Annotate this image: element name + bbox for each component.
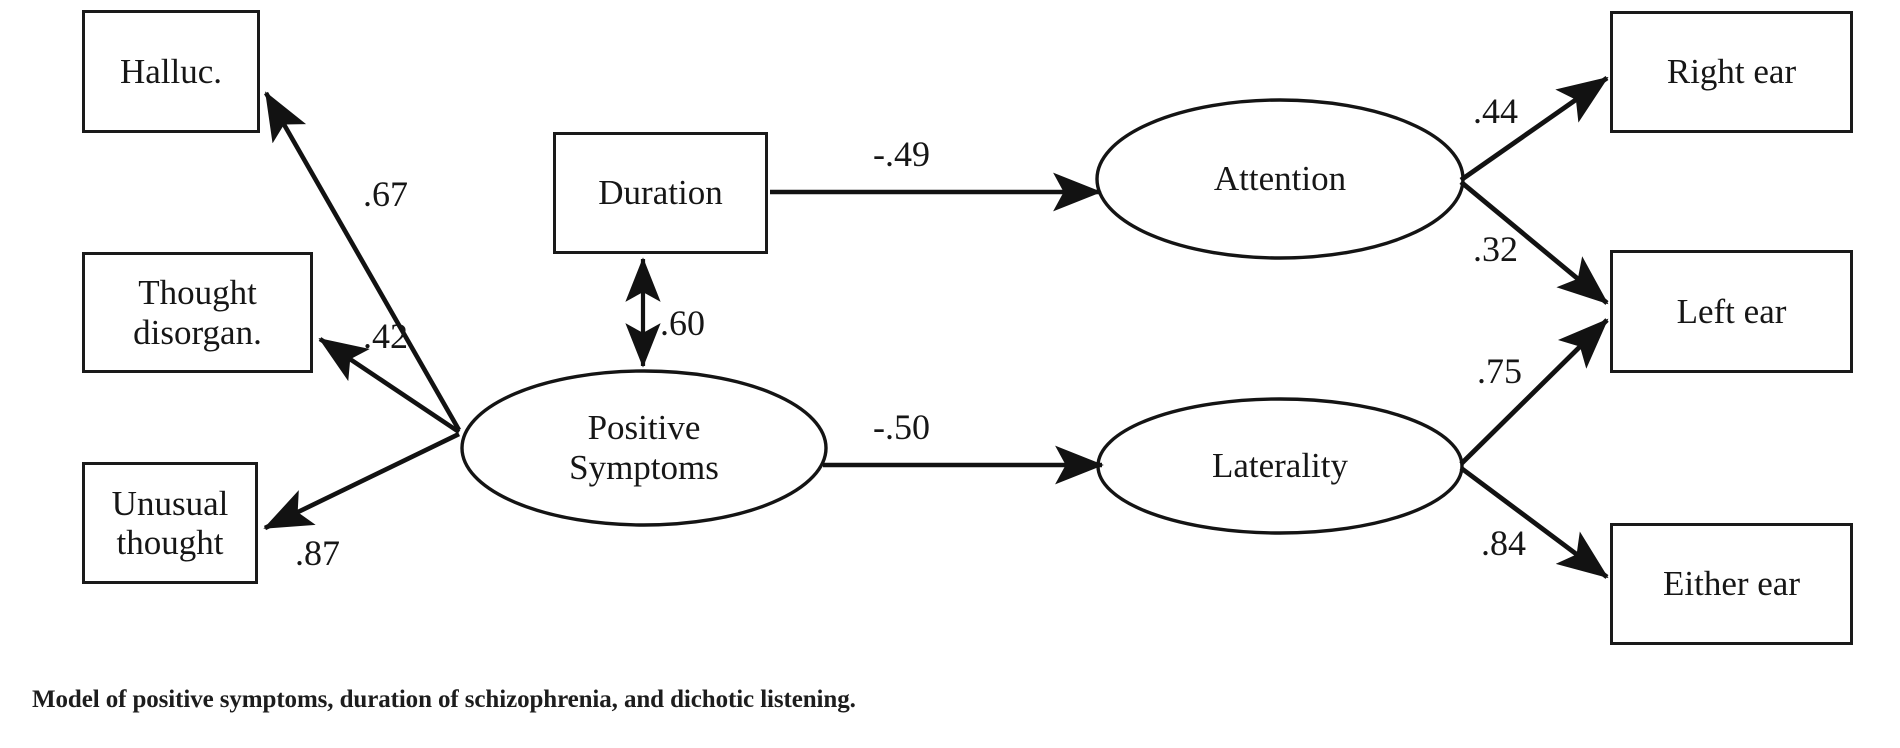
node-box-halluc: Halluc. <box>82 10 260 133</box>
ellipse-laterality <box>1096 397 1464 535</box>
edge-label-ps-to-laterality: -.50 <box>873 407 930 447</box>
node-box-right-ear: Right ear <box>1610 11 1853 133</box>
edge-label-laterality-to-left-ear: .75 <box>1477 351 1522 391</box>
edge-label-ps-with-duration: .60 <box>660 303 705 343</box>
ellipse-positive-symptoms <box>460 369 828 527</box>
edge-line-attention-to-left-ear <box>1459 180 1609 305</box>
edge-label-ps-to-halluc: .67 <box>363 174 408 214</box>
edge-line-attention-to-right-ear <box>1459 76 1609 182</box>
edge-label-attention-to-right-ear: .44 <box>1473 91 1518 131</box>
edge-label-laterality-to-either-ear: .84 <box>1481 523 1526 563</box>
ellipse-attention <box>1095 98 1465 260</box>
edge-line-laterality-to-left-ear <box>1459 318 1609 466</box>
edge-line-ps-to-unusual-thought <box>263 431 461 531</box>
edge-line-laterality-to-either-ear <box>1459 466 1609 579</box>
edge-label-attention-to-left-ear: .32 <box>1473 229 1518 269</box>
node-box-duration: Duration <box>553 132 768 254</box>
edge-label-ps-to-unusual-thought: .87 <box>295 533 340 573</box>
node-box-either-ear: Either ear <box>1610 523 1853 645</box>
edge-line-ps-to-thought-disorgan <box>318 337 461 434</box>
node-box-unusual-thought: Unusual thought <box>82 462 258 584</box>
node-box-thought-disorgan: Thought disorgan. <box>82 252 313 373</box>
figure-caption: Model of positive symptoms, duration of … <box>32 686 856 713</box>
edge-label-duration-to-attention: -.49 <box>873 134 930 174</box>
edge-line-ps-to-halluc <box>264 91 461 432</box>
node-box-left-ear: Left ear <box>1610 250 1853 373</box>
edge-label-ps-to-thought-disorgan: .42 <box>363 316 408 356</box>
